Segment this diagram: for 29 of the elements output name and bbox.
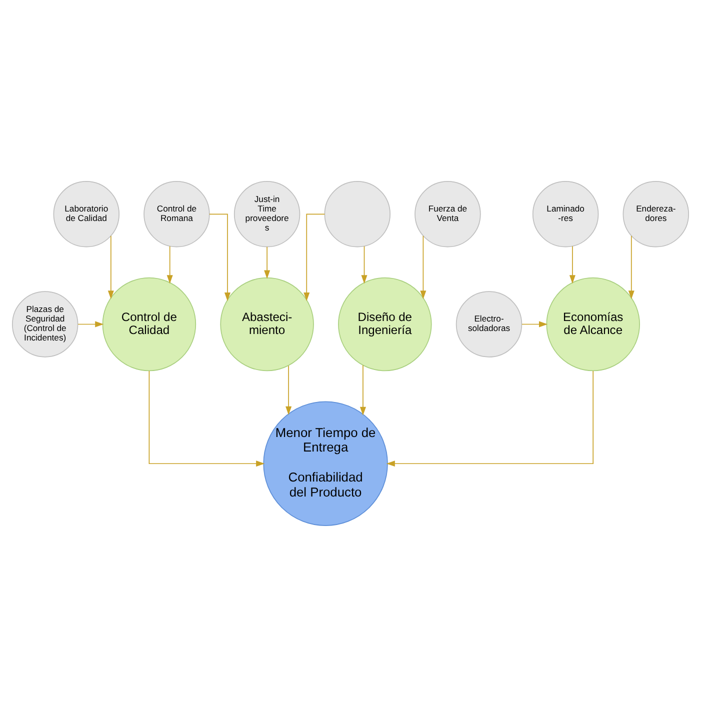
arrow [420, 234, 426, 299]
node-circle: Abasteci- miento [220, 276, 314, 371]
node-circle: Economías de Alcance [546, 276, 640, 371]
node-circle: Plazas de Seguridad (Control de Incidentes) [12, 290, 78, 357]
node-circle: Fuerza de Venta [414, 180, 481, 247]
node-circle: Control de Romana [144, 180, 210, 247]
node-circle: Laboratorio de Calidad [53, 180, 120, 247]
node-circle: Just-in Time proveedore s [234, 180, 300, 247]
node-circle: Endereza- dores [622, 180, 690, 247]
arrow [628, 234, 634, 299]
node-circle: Electro- soldadoras [456, 290, 522, 357]
arrow [304, 213, 326, 301]
arrow [264, 246, 270, 278]
arrow [166, 245, 173, 284]
arrow [148, 370, 265, 466]
node-circle: Diseño de Ingeniería [338, 276, 432, 371]
arrow [522, 320, 548, 327]
arrow [108, 234, 114, 299]
arrow [569, 245, 576, 284]
arrow [286, 364, 292, 415]
node-circle [324, 180, 390, 247]
node-circle: Laminado -res [532, 180, 599, 247]
node-circle: Control de Calidad [102, 276, 196, 371]
node-circle: Menor Tiempo de Entrega Confiabilidad del Producto [263, 400, 388, 526]
arrow [386, 370, 594, 466]
arrow [209, 213, 230, 301]
arrow [78, 320, 104, 327]
arrow [361, 245, 368, 284]
arrow [360, 364, 366, 416]
